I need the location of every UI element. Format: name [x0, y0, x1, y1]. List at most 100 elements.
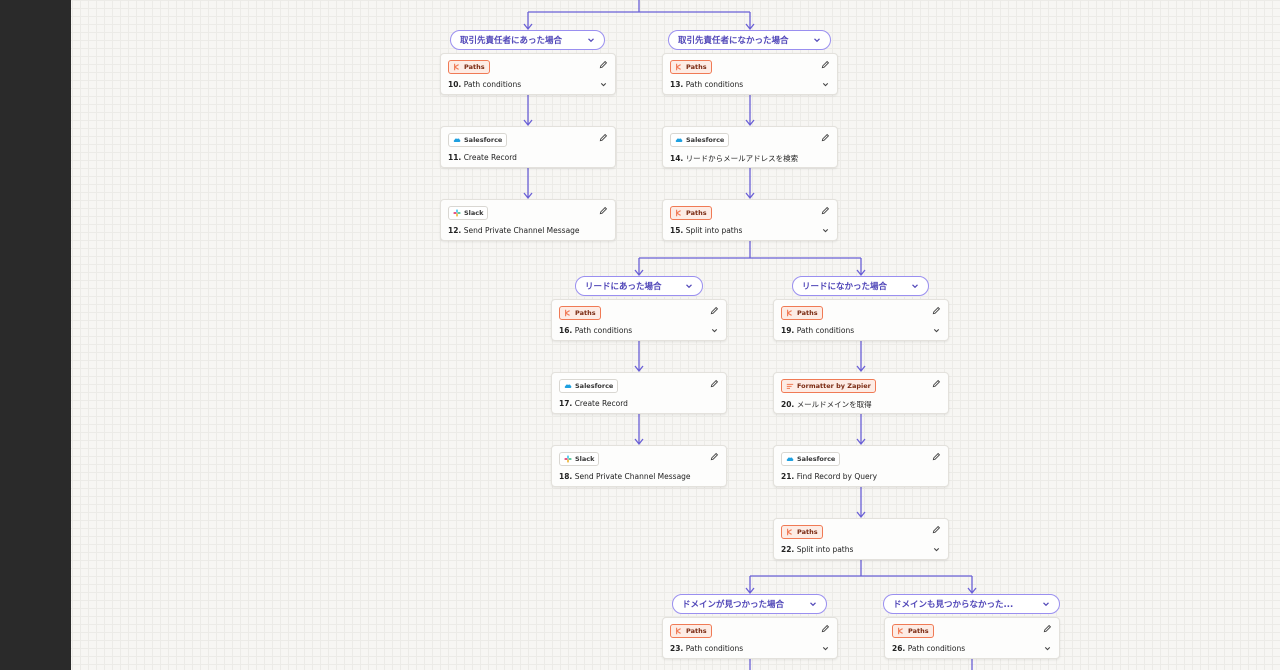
step-name: リードからメールアドレスを検索: [685, 154, 799, 163]
pencil-icon[interactable]: [932, 306, 941, 315]
branch-pill-contact-not-found[interactable]: 取引先責任者になかった場合: [668, 30, 831, 50]
pencil-icon[interactable]: [821, 206, 830, 215]
chevron-down-icon[interactable]: [910, 281, 920, 291]
step-card-19[interactable]: Paths 19. Path conditions: [773, 299, 949, 341]
step-card-18[interactable]: Slack 18. Send Private Channel Message: [551, 445, 727, 487]
app-badge: Paths: [448, 60, 490, 74]
step-title: 20. メールドメインを取得: [781, 399, 924, 410]
step-name: Path conditions: [685, 80, 744, 89]
pencil-icon[interactable]: [821, 60, 830, 69]
branch-pill-contact-found[interactable]: 取引先責任者にあった場合: [450, 30, 605, 50]
step-name: Path conditions: [796, 326, 855, 335]
step-title: 13. Path conditions: [670, 80, 813, 89]
app-badge: Salesforce: [448, 133, 508, 147]
chevron-down-icon[interactable]: [710, 326, 719, 335]
branch-label: 取引先責任者になかった場合: [678, 36, 789, 46]
step-card-22[interactable]: Paths 22. Split into paths: [773, 518, 949, 560]
app-badge: Paths: [670, 60, 712, 74]
step-title: 17. Create Record: [559, 399, 702, 408]
step-title: 19. Path conditions: [781, 326, 924, 335]
app-badge: Paths: [670, 206, 712, 220]
step-title: 21. Find Record by Query: [781, 472, 924, 481]
step-title: 22. Split into paths: [781, 545, 924, 554]
branch-pill-domain-found[interactable]: ドメインが見つかった場合: [672, 594, 827, 614]
chevron-down-icon[interactable]: [812, 35, 822, 45]
step-title: 11. Create Record: [448, 153, 591, 162]
app-badge: Salesforce: [670, 133, 730, 147]
step-number: 18.: [559, 472, 573, 481]
pencil-icon[interactable]: [599, 133, 608, 142]
pencil-icon[interactable]: [932, 452, 941, 461]
pencil-icon[interactable]: [599, 60, 608, 69]
left-sidebar: [0, 0, 71, 670]
chevron-down-icon[interactable]: [821, 226, 830, 235]
step-name: Send Private Channel Message: [574, 472, 691, 481]
app-name: Paths: [686, 209, 707, 217]
step-card-14[interactable]: Salesforce 14. リードからメールアドレスを検索: [662, 126, 838, 168]
pencil-icon[interactable]: [1043, 624, 1052, 633]
step-name: Path conditions: [685, 644, 744, 653]
app-name: Paths: [797, 528, 818, 536]
app-name: Paths: [908, 627, 929, 635]
step-card-10[interactable]: Paths 10. Path conditions: [440, 53, 616, 95]
branch-label: ドメインが見つかった場合: [682, 600, 785, 610]
step-title: 12. Send Private Channel Message: [448, 226, 591, 235]
step-card-20[interactable]: Formatter by Zapier 20. メールドメインを取得: [773, 372, 949, 414]
chevron-down-icon[interactable]: [932, 326, 941, 335]
salesforce-cloud-icon: [675, 138, 683, 142]
paths-icon: [676, 209, 681, 217]
app-name: Paths: [464, 63, 485, 71]
paths-icon: [898, 627, 903, 635]
chevron-down-icon[interactable]: [1043, 644, 1052, 653]
salesforce-cloud-icon: [453, 138, 461, 142]
step-name: Path conditions: [907, 644, 966, 653]
chevron-down-icon[interactable]: [684, 281, 694, 291]
app-name: Paths: [575, 309, 596, 317]
app-badge: Salesforce: [559, 379, 619, 393]
step-card-17[interactable]: Salesforce 17. Create Record: [551, 372, 727, 414]
paths-icon: [565, 309, 570, 317]
pencil-icon[interactable]: [932, 525, 941, 534]
chevron-down-icon[interactable]: [821, 80, 830, 89]
pencil-icon[interactable]: [710, 379, 719, 388]
app-badge: Paths: [670, 624, 712, 638]
step-card-15[interactable]: Paths 15. Split into paths: [662, 199, 838, 241]
app-name: Paths: [686, 627, 707, 635]
app-badge: Slack: [559, 452, 600, 466]
step-number: 11.: [448, 153, 462, 162]
app-name: Formatter by Zapier: [797, 382, 871, 390]
step-card-16[interactable]: Paths 16. Path conditions: [551, 299, 727, 341]
app-name: Salesforce: [464, 136, 503, 144]
app-badge: Salesforce: [781, 452, 841, 466]
paths-icon: [676, 63, 681, 71]
step-card-13[interactable]: Paths 13. Path conditions: [662, 53, 838, 95]
salesforce-cloud-icon: [564, 384, 572, 388]
chevron-down-icon[interactable]: [821, 644, 830, 653]
step-card-23[interactable]: Paths 23. Path conditions: [662, 617, 838, 659]
branch-pill-domain-not-found[interactable]: ドメインも見つからなかった...: [883, 594, 1060, 614]
step-title: 18. Send Private Channel Message: [559, 472, 702, 481]
branch-pill-lead-not-found[interactable]: リードになかった場合: [792, 276, 929, 296]
branch-label: 取引先責任者にあった場合: [460, 36, 563, 46]
step-card-12[interactable]: Slack 12. Send Private Channel Message: [440, 199, 616, 241]
step-card-21[interactable]: Salesforce 21. Find Record by Query: [773, 445, 949, 487]
chevron-down-icon[interactable]: [599, 80, 608, 89]
pencil-icon[interactable]: [710, 306, 719, 315]
chevron-down-icon[interactable]: [932, 545, 941, 554]
branch-pill-lead-found[interactable]: リードにあった場合: [575, 276, 703, 296]
step-title: 16. Path conditions: [559, 326, 702, 335]
slack-icon: [453, 209, 461, 217]
step-card-11[interactable]: Salesforce 11. Create Record: [440, 126, 616, 168]
step-card-26[interactable]: Paths 26. Path conditions: [884, 617, 1060, 659]
chevron-down-icon[interactable]: [586, 35, 596, 45]
pencil-icon[interactable]: [821, 133, 830, 142]
pencil-icon[interactable]: [821, 624, 830, 633]
pencil-icon[interactable]: [710, 452, 719, 461]
chevron-down-icon[interactable]: [1041, 599, 1051, 609]
pencil-icon[interactable]: [599, 206, 608, 215]
app-badge: Paths: [892, 624, 934, 638]
pencil-icon[interactable]: [932, 379, 941, 388]
chevron-down-icon[interactable]: [808, 599, 818, 609]
step-name: Path conditions: [574, 326, 633, 335]
